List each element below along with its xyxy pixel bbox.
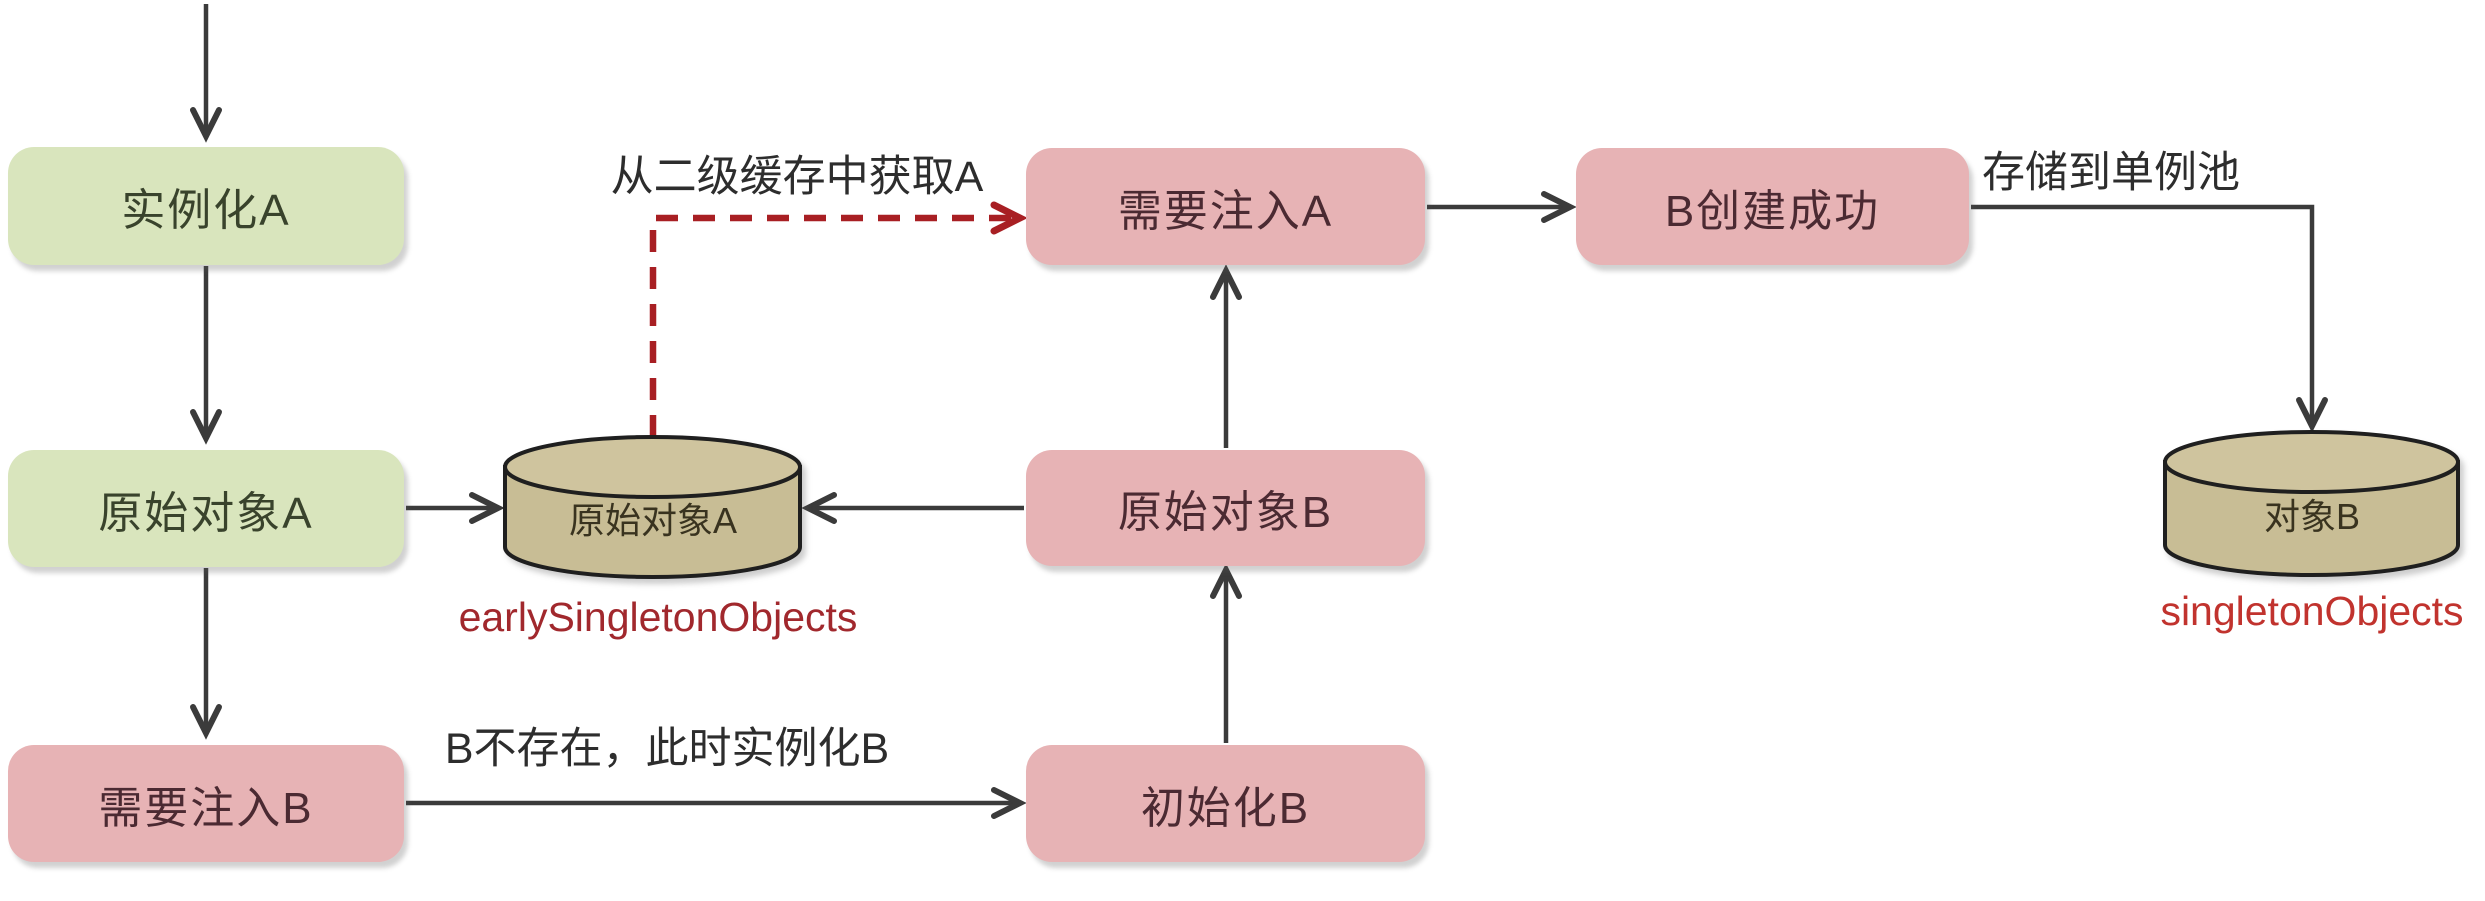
cylinder-body [2163,460,2460,577]
singleton-pool-cylinder-content: 对象B [2263,496,2360,537]
singleton-pool-cylinder [2163,430,2460,577]
edge-early-cache-to-need-inject-a-dashed [649,201,1028,437]
early-singleton-cylinder-content: 原始对象A [568,500,737,541]
node-need-inject-b: 需要注入B [8,745,404,862]
node-b-created: B创建成功 [1576,148,1969,265]
edge-b-created-to-singleton-pool [1971,204,2328,433]
label-get-from-l2-cache: 从二级缓存中获取A [610,153,984,201]
node-raw-object-a: 原始对象A [8,450,404,567]
node-need-inject-a: 需要注入A [1026,148,1425,265]
early-singleton-cylinder [503,435,802,579]
node-init-b: 初始化B [1026,745,1425,862]
label-b-not-exist: B不存在，此时实例化B [444,725,890,773]
cylinder-top [2163,430,2460,494]
singleton-pool-caption: singletonObjects [2160,588,2464,634]
node-instantiate-a: 实例化A [8,147,404,265]
early-singleton-caption: earlySingletonObjects [458,594,858,640]
cylinder-top [503,435,802,499]
node-raw-object-b: 原始对象B [1026,450,1425,566]
label-store-to-singleton-pool: 存储到单例池 [1982,149,2240,197]
